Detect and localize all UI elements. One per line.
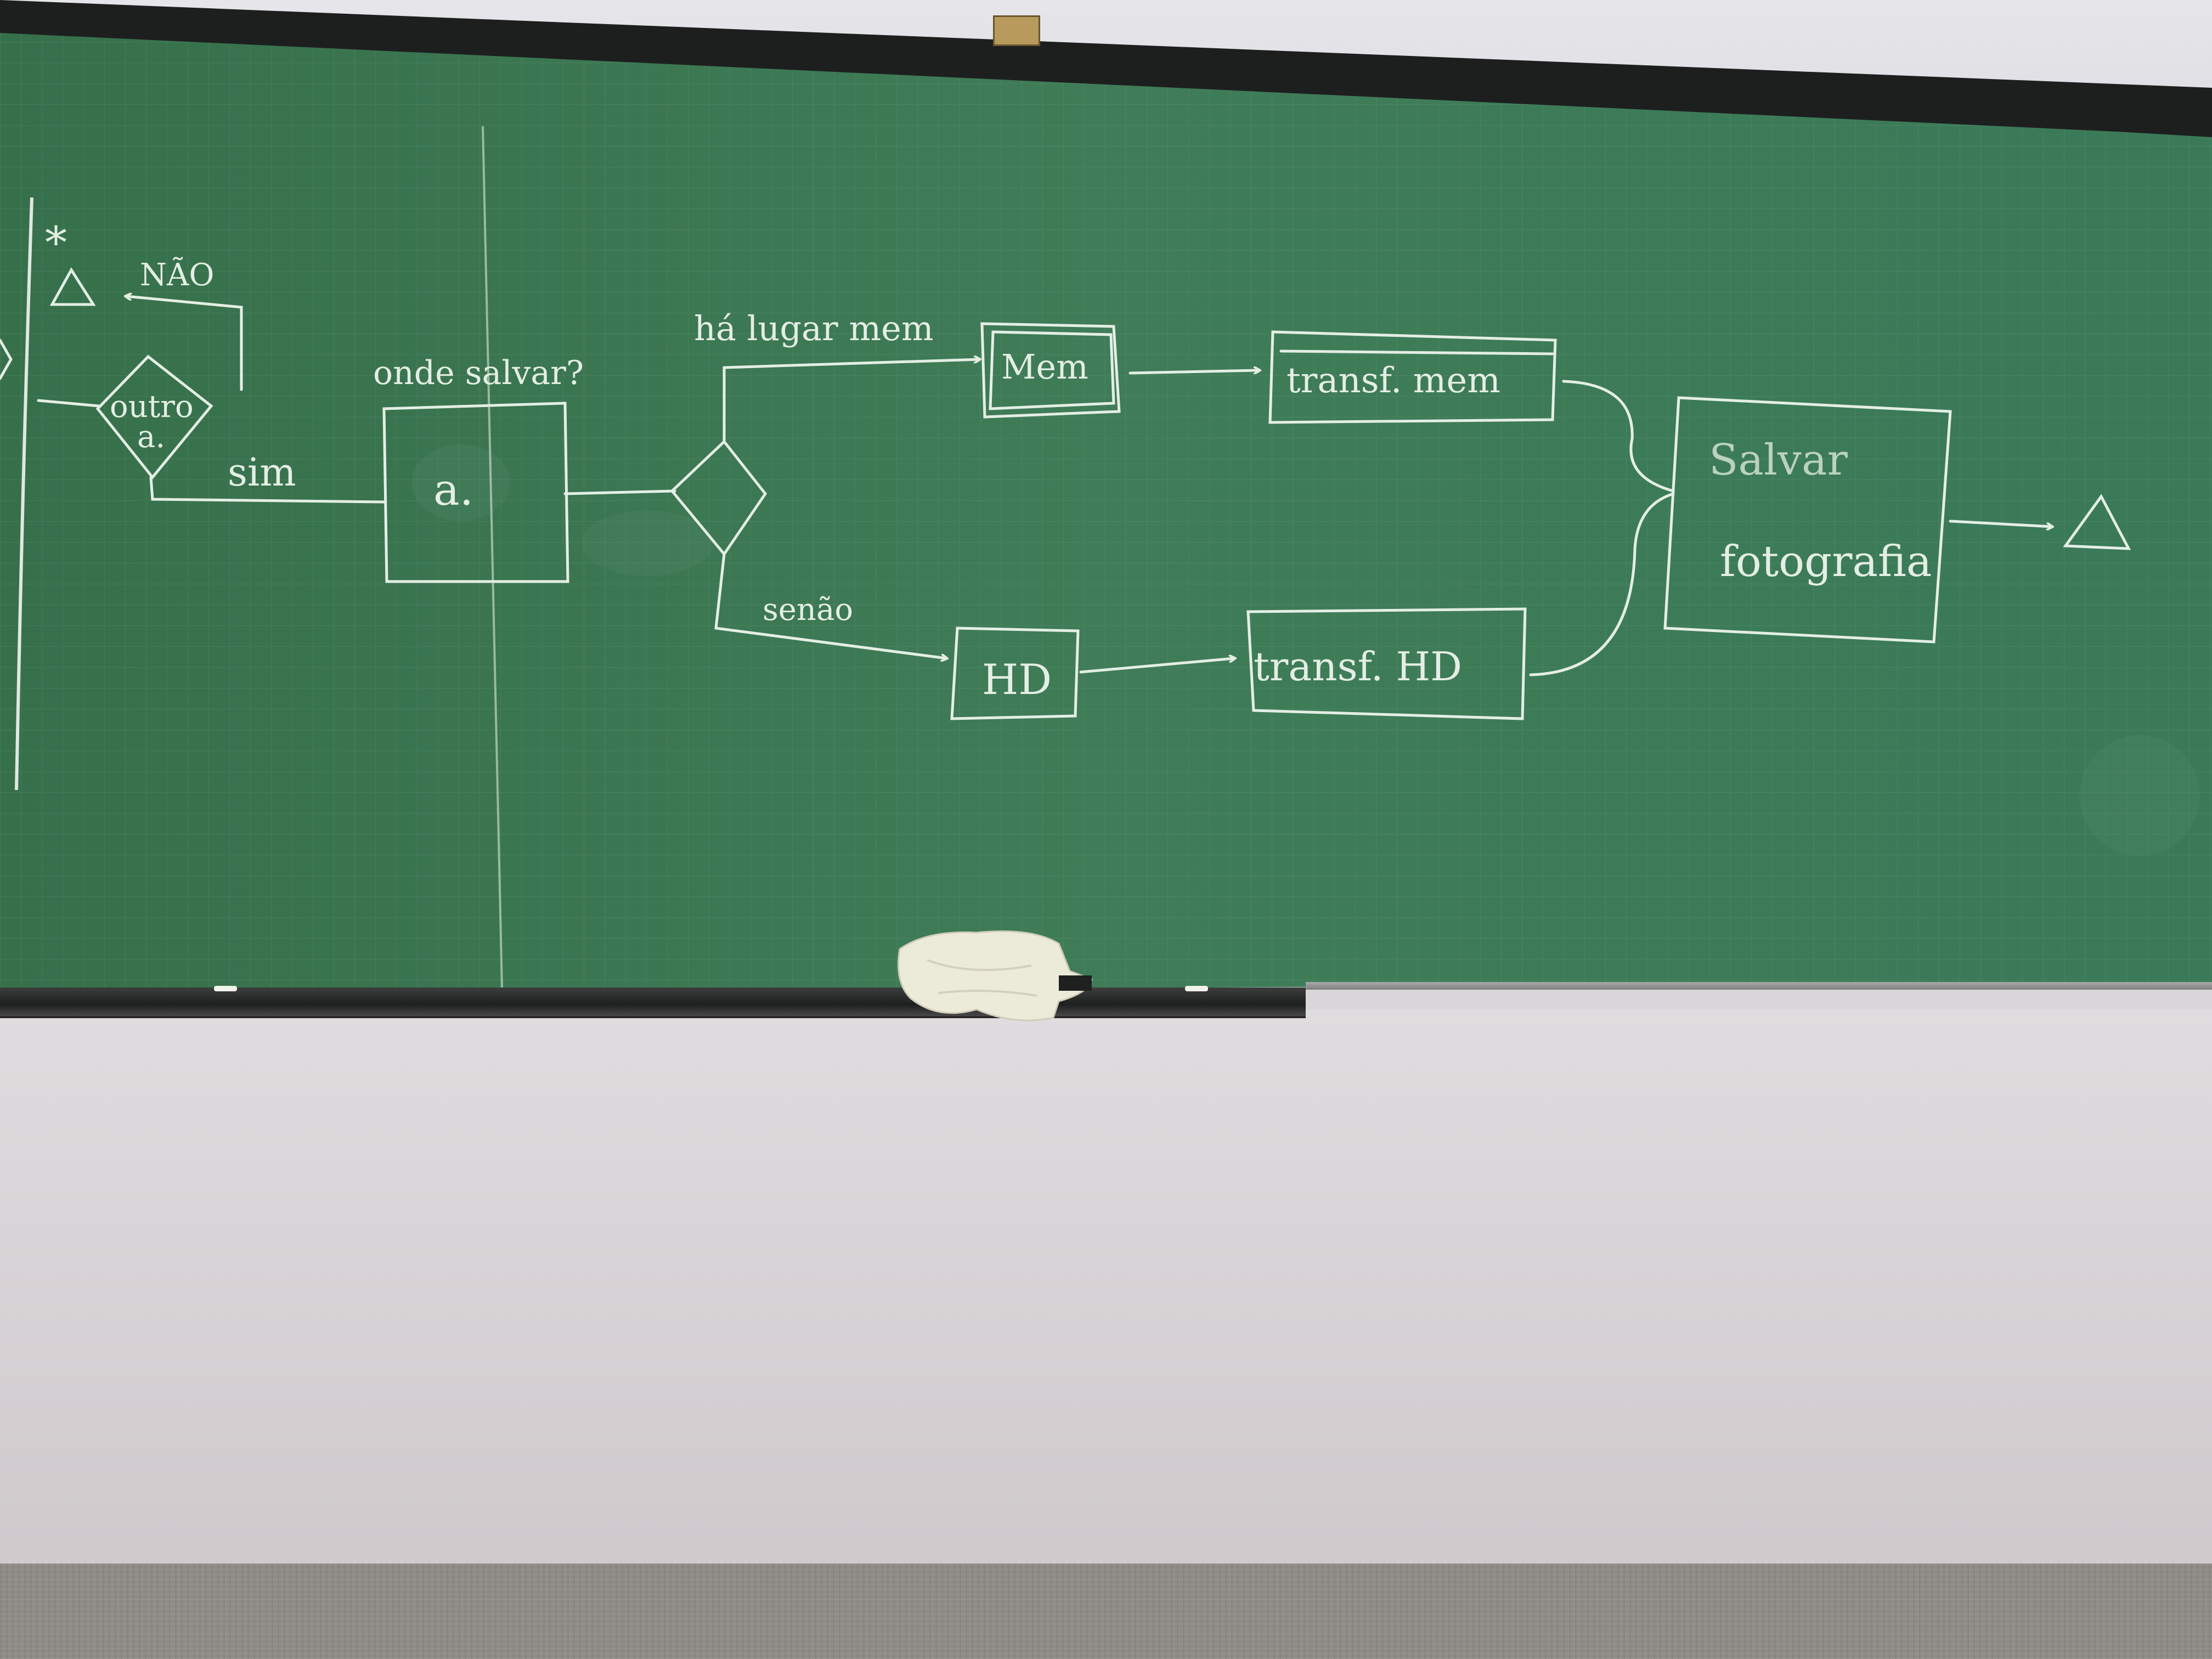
label-salvar: Salvar: [1709, 436, 1848, 485]
label-nao: NÃO: [140, 257, 214, 293]
chalk-tray: [0, 988, 1306, 1018]
chalk-piece[interactable]: [1185, 986, 1208, 991]
board-hook: [993, 15, 1040, 46]
label-outro-a: a.: [137, 419, 165, 455]
label-hd: HD: [982, 655, 1052, 704]
floor: [0, 1564, 2212, 1659]
label-onde-salvar: onde salvar?: [373, 354, 584, 392]
label-senao: senão: [763, 592, 853, 628]
chalk-piece[interactable]: [214, 986, 237, 991]
board-bottom-edge: [1306, 982, 2212, 990]
label-transf-hd: transf. HD: [1254, 644, 1462, 690]
eraser-cloth[interactable]: [894, 927, 1103, 1026]
chalkboard: * NÃO outro a. sim onde salvar? a. há lu…: [0, 0, 2212, 994]
label-transf-mem: transf. mem: [1286, 360, 1500, 401]
label-fotografia: fotografia: [1720, 537, 1932, 586]
label-box-a: a.: [433, 464, 473, 515]
wall-lower: [0, 1009, 2212, 1580]
board-top-frame: [0, 0, 2212, 137]
label-ha-lugar: há lugar mem: [694, 308, 934, 348]
label-mem: Mem: [1001, 347, 1088, 387]
label-sim: sim: [228, 450, 296, 495]
label-asterisk: *: [45, 217, 67, 268]
label-outro: outro: [110, 389, 194, 425]
